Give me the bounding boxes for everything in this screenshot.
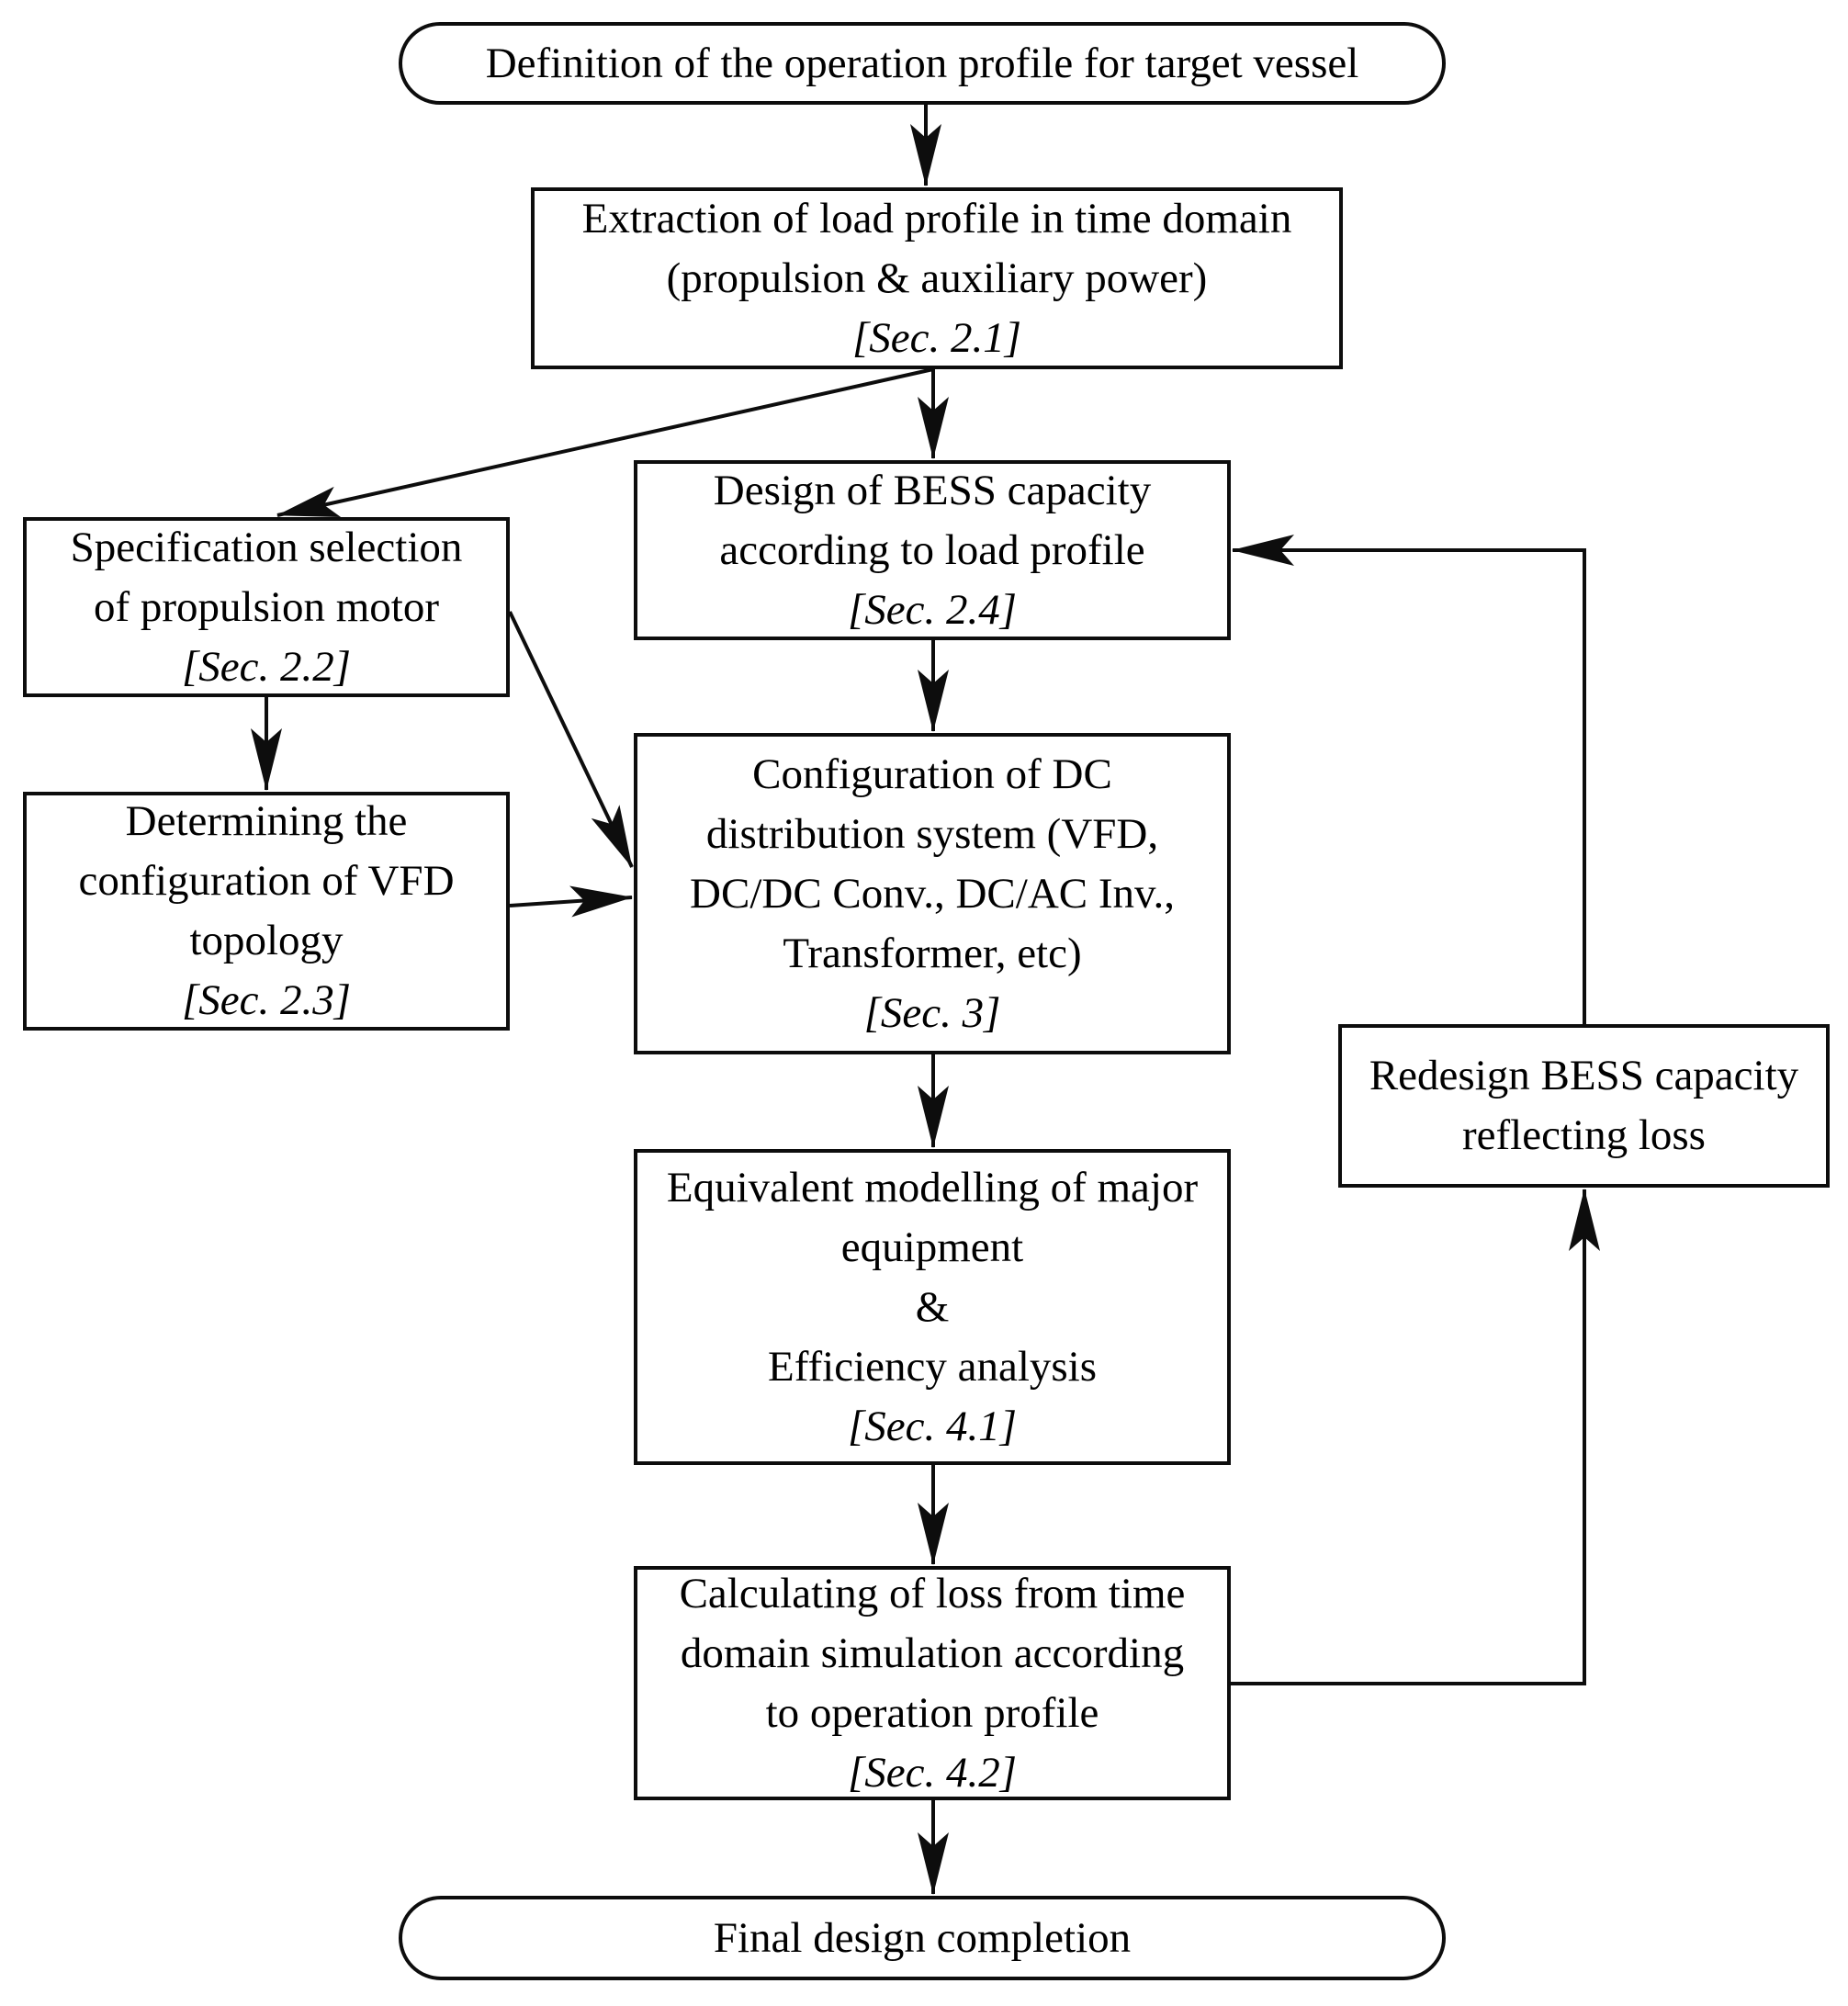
node-loss-calc-line-1: Calculating of loss from time — [679, 1569, 1186, 1617]
node-equiv-model-line-2: equipment — [840, 1223, 1024, 1271]
node-equiv-model-line-4: Efficiency analysis — [767, 1342, 1098, 1391]
node-spec-motor-line-1: Specification selection — [70, 523, 463, 571]
node-extraction-line-2: (propulsion & auxiliary power) — [666, 254, 1208, 302]
node-loss-calc-section: [Sec. 4.2] — [847, 1748, 1018, 1797]
node-vfd-topology-section: [Sec. 2.3] — [181, 976, 352, 1024]
node-dc-config-section: [Sec. 3] — [863, 988, 1001, 1037]
node-redesign-bess-line-1: Redesign BESS capacity — [1369, 1052, 1799, 1099]
node-loss-calc: Calculating of loss from time domain sim… — [634, 1566, 1231, 1800]
node-equiv-model-section: [Sec. 4.1] — [847, 1402, 1018, 1450]
node-dc-config-line-2: distribution system (VFD, — [705, 809, 1159, 858]
node-spec-motor-section: [Sec. 2.2] — [181, 642, 352, 691]
node-extraction-line-1: Extraction of load profile in time domai… — [581, 194, 1292, 242]
node-vfd-topology-line-2: configuration of VFD — [78, 857, 455, 905]
node-dc-config-line-1: Configuration of DC — [752, 749, 1112, 798]
node-dc-config-line-3: DC/DC Conv., DC/AC Inv., — [690, 869, 1175, 918]
node-equiv-model-line-3: & — [915, 1282, 950, 1331]
node-loss-calc-line-3: to operation profile — [765, 1688, 1099, 1737]
node-dc-config-line-4: Transformer, etc) — [783, 929, 1082, 977]
node-loss-calc-line-2: domain simulation according — [680, 1628, 1185, 1677]
arrow-vfd-to-dc-config — [509, 885, 633, 918]
node-start-label: Definition of the operation profile for … — [485, 39, 1359, 87]
node-equiv-model: Equivalent modelling of major equipment … — [634, 1149, 1231, 1465]
node-bess-design-section: [Sec. 2.4] — [847, 585, 1018, 634]
node-spec-motor: Specification selection of propulsion mo… — [23, 517, 510, 697]
node-equiv-model-line-1: Equivalent modelling of major — [666, 1163, 1199, 1211]
node-bess-design: Design of BESS capacity according to loa… — [634, 460, 1231, 640]
node-extraction-section: [Sec. 2.1] — [851, 313, 1022, 362]
node-bess-design-line-1: Design of BESS capacity — [713, 466, 1152, 514]
arrow-loss-calc-to-redesign — [1231, 1189, 1600, 1685]
node-redesign-bess: Redesign BESS capacity reflecting loss — [1338, 1024, 1830, 1188]
node-extraction: Extraction of load profile in time domai… — [531, 187, 1343, 369]
node-vfd-topology-line-3: topology — [189, 917, 344, 964]
node-final: Final design completion — [399, 1896, 1446, 1980]
node-redesign-bess-line-2: reflecting loss — [1462, 1111, 1706, 1159]
arrow-spec-motor-to-dc-config — [508, 611, 634, 868]
node-dc-config: Configuration of DC distribution system … — [634, 733, 1231, 1054]
node-start: Definition of the operation profile for … — [399, 22, 1446, 105]
node-bess-design-line-2: according to load profile — [719, 525, 1145, 574]
arrow-redesign-to-bess — [1232, 535, 1586, 1024]
node-vfd-topology-line-1: Determining the — [125, 797, 408, 845]
node-final-label: Final design completion — [713, 1913, 1132, 1962]
node-spec-motor-line-2: of propulsion motor — [94, 582, 439, 631]
node-vfd-topology: Determining the configuration of VFD top… — [23, 792, 510, 1031]
